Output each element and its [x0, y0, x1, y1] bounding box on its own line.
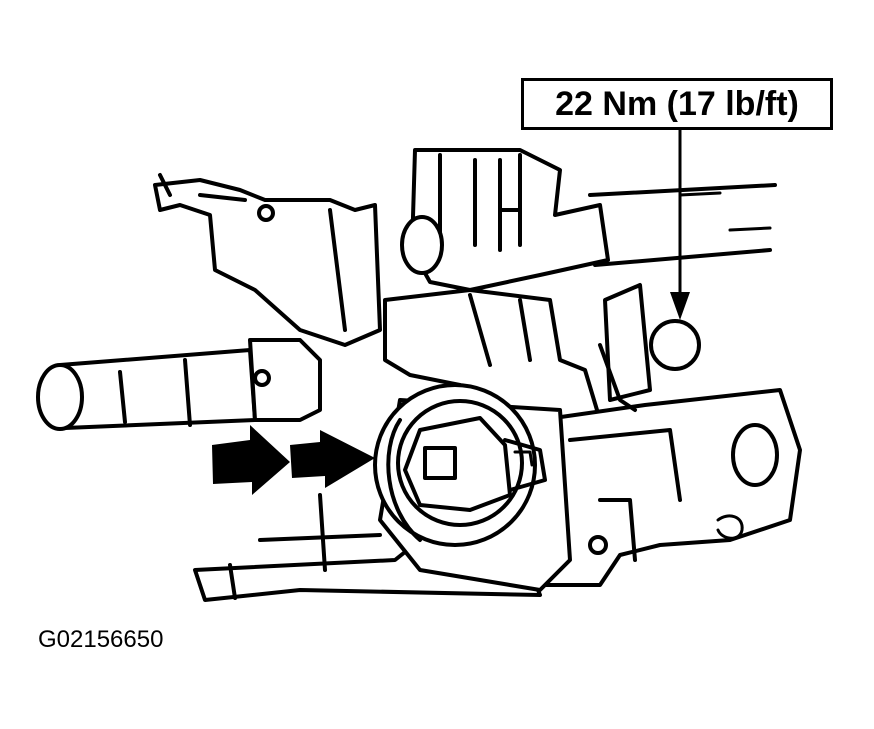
- callout-leader-arrow: [670, 126, 690, 320]
- torque-callout-text: 22 Nm (17 lb/ft): [555, 84, 799, 123]
- upper-bracket: [400, 148, 610, 292]
- upper-lever: [153, 173, 382, 347]
- input-shaft: [36, 338, 322, 431]
- torque-callout: 22 Nm (17 lb/ft): [521, 78, 833, 130]
- torque-bolt: [598, 283, 701, 412]
- lower-bracket: [518, 388, 802, 587]
- pointer-arrow: [290, 430, 375, 488]
- column-tube: [588, 183, 777, 267]
- large-arrow: [212, 425, 290, 495]
- figure-id: G02156650: [38, 626, 164, 653]
- ignition-lock-housing: [373, 383, 572, 592]
